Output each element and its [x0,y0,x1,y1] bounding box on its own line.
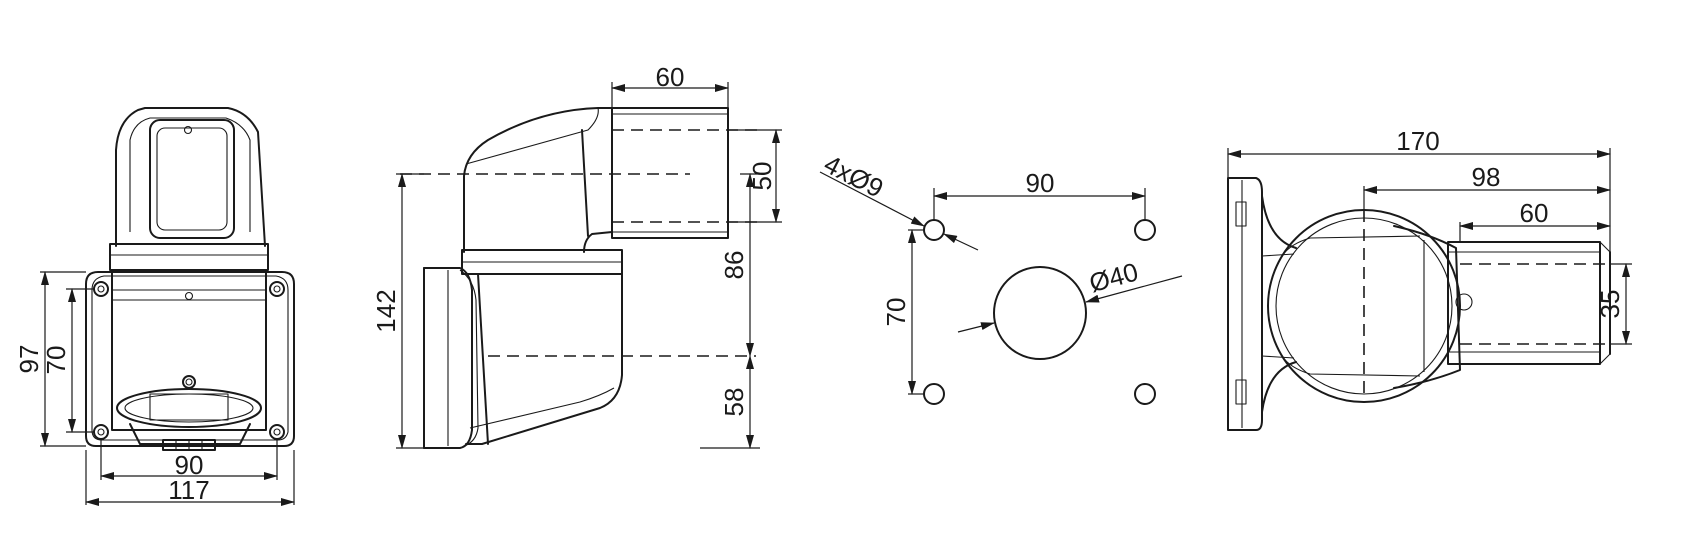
dim-top-60: 60 [1520,198,1549,228]
dim-front-97: 97 [14,345,44,374]
dim-top-170: 170 [1396,126,1439,156]
dim-side-58: 58 [719,388,749,417]
center-hole [993,266,1087,360]
dim-side-142: 142 [371,289,401,332]
mount-hole-bl [923,383,945,405]
dim-side-50: 50 [747,162,777,191]
top-view: 170 98 60 35 [1227,126,1632,431]
mount-hole-tr [1134,219,1156,241]
dim-holes-callout: 4xØ9 [819,149,888,204]
dim-side-60: 60 [656,62,685,92]
front-view: 97 70 90 117 [14,107,295,506]
side-view: 60 50 86 58 142 [371,62,782,449]
dim-top-98: 98 [1472,162,1501,192]
mount-hole-tl [923,219,945,241]
dim-front-117: 117 [168,475,209,505]
dim-top-35: 35 [1595,290,1625,319]
dim-front-70: 70 [41,346,71,375]
dim-holes-70: 70 [881,298,911,327]
hole-pattern-view: 90 70 4xØ9 Ø40 [819,149,1183,405]
dim-front-90: 90 [175,450,204,480]
dim-center-hole: Ø40 [1086,256,1141,298]
mount-hole-br [1134,383,1156,405]
dim-holes-90: 90 [1026,168,1055,198]
dim-side-86: 86 [719,251,749,280]
